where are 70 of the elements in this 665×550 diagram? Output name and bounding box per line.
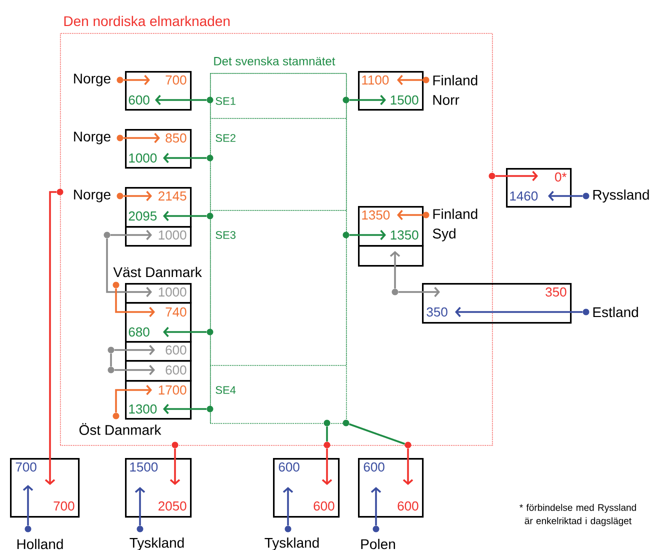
arrow [115,384,152,413]
arrow [163,404,207,414]
bidding-zone: SE1 [210,73,347,119]
country-label: Norge [74,190,110,202]
arrow [402,448,414,485]
arrow [495,170,538,182]
country-label: Norge [74,74,110,86]
arrow [163,210,207,222]
country-label: Norge [74,132,110,144]
arrow [114,364,155,376]
capacity-box: 1000 [125,283,192,304]
footnote: * förbindelse med Ryssland är enkelriktad i dagsläget [520,504,636,526]
arrow [123,132,160,144]
arrow [106,238,152,298]
capacity-box: 0* 1460 [506,168,572,208]
country-label: Estland [593,306,638,318]
arrow [322,448,332,485]
node-label: Det svenska stamnätet [214,56,336,66]
arrow [397,74,423,86]
capacity-box: 1700 1300 [125,380,192,420]
capacity-box: 350 350 [422,283,572,324]
country-label: Väst Danmark [113,266,202,278]
bidding-zone: SE4 [210,365,347,424]
capacity-box: 1100 1500 [358,71,424,111]
arrow [349,230,386,240]
arrow [163,326,207,338]
capacity-box: 1350 1350 [358,206,424,247]
arrow [390,251,400,289]
arrow [163,152,207,164]
arrow [44,191,57,485]
arrow [123,74,150,86]
country-label: Finland Norr [433,75,478,105]
arrow [114,344,155,356]
connector-line [348,423,406,445]
country-label: Polen [361,538,395,550]
arrow [548,190,583,202]
arrow [170,448,180,485]
arrow [110,230,152,240]
country-label: Ryssland [593,189,649,203]
arrow [349,94,386,106]
capacity-box: 700 700 [10,458,80,518]
arrow [134,487,146,526]
connector-line [110,353,112,367]
capacity-box: 740 680 [125,302,192,343]
arrow [123,190,152,202]
capacity-box [358,245,424,267]
capacity-box: 2145 2095 [125,187,192,228]
capacity-box: 850 1000 [125,129,192,169]
arrow [370,487,382,526]
bidding-zone: SE3 [210,210,347,366]
arrow [398,286,440,298]
connector-line [326,426,328,442]
arrow [155,94,207,106]
arrow [22,485,34,526]
capacity-box: 700 600 [125,71,192,111]
country-label: Öst Danmark [79,423,162,435]
capacity-box: 600 [125,341,192,362]
capacity-box: 1500 2050 [125,458,192,518]
capacity-box: 600 600 [273,458,340,518]
arrow [455,306,583,318]
country-label: Holland [17,538,63,550]
arrow [397,210,423,220]
bidding-zone: SE2 [210,118,347,211]
capacity-box: 600 600 [358,458,424,518]
node-label: Den nordiska elmarknaden [64,16,230,26]
country-label: Finland Syd [432,208,478,242]
capacity-box: 1000 [125,226,192,247]
capacity-box: 600 [125,360,192,382]
arrow [282,487,294,526]
arrow [115,288,155,318]
